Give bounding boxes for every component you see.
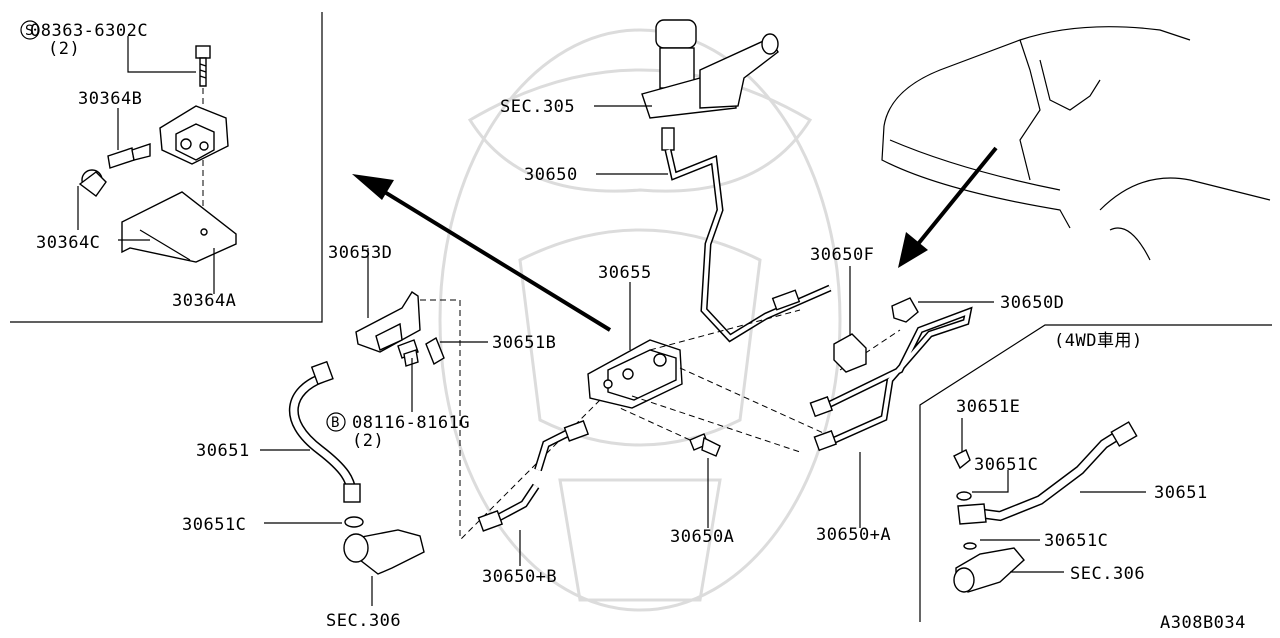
label-bolt-s-qty: (2): [48, 39, 80, 59]
wd4-parts: [953, 418, 1138, 593]
arrow-to-inset: [352, 174, 612, 332]
clip-30650F: [833, 333, 867, 373]
label-30364A: 30364A: [172, 291, 236, 311]
inset-frames: [10, 12, 1272, 622]
label-4wd-30651C-1: 30651C: [974, 455, 1038, 475]
label-30364C: 30364C: [36, 233, 100, 253]
arrow-from-vehicle: [898, 146, 998, 268]
label-30653D: 30653D: [328, 243, 392, 263]
label-4wd-30651: 30651: [1154, 483, 1208, 503]
label-bolt-s: 08363-6302C: [30, 21, 148, 41]
bracket-assembly: [78, 45, 237, 263]
label-30655: 30655: [598, 263, 652, 283]
label-30651: 30651: [196, 441, 250, 461]
leaders-topleft: [77, 36, 215, 294]
label-4wd-30651E: 30651E: [956, 397, 1020, 417]
master-cylinder: [641, 19, 779, 151]
svg-text:B: B: [331, 415, 339, 431]
line-30650: [664, 149, 832, 343]
label-4wd-title: (4WD車用): [1054, 331, 1143, 351]
label-30650D: 30650D: [1000, 293, 1064, 313]
label-sec305: SEC.305: [500, 97, 575, 117]
watermark-emblem: [438, 28, 842, 612]
label-30364B: 30364B: [78, 89, 142, 109]
line-30650-plus-B: [477, 420, 590, 532]
label-30650A: 30650A: [670, 527, 734, 547]
bolt-30650A: [689, 433, 721, 457]
diagram-id: A308B034: [1160, 613, 1246, 633]
svg-text:S: S: [25, 23, 33, 39]
label-30650: 30650: [524, 165, 578, 185]
label-30651B: 30651B: [492, 333, 556, 353]
vehicle-sketch: [881, 26, 1271, 261]
label-30650-plus-A: 30650+A: [816, 525, 891, 545]
label-30651C: 30651C: [182, 515, 246, 535]
slave-cylinder: [343, 529, 425, 575]
label-sec306: SEC.306: [326, 611, 401, 631]
label-30650-plus-B: 30650+B: [482, 567, 557, 587]
hose-30651: [288, 360, 364, 528]
junction-block-30655: [587, 339, 683, 409]
circle-s-marker: S: [20, 20, 40, 40]
bracket-30653D: [355, 291, 461, 540]
circle-b-marker: B: [326, 412, 346, 432]
label-4wd-sec306: SEC.306: [1070, 564, 1145, 584]
clip-30650D: [891, 297, 919, 323]
bolt-08116: [397, 339, 419, 367]
label-4wd-30651C-2: 30651C: [1044, 531, 1108, 551]
label-30650F: 30650F: [810, 245, 874, 265]
clip-30651B: [425, 336, 445, 366]
line-30650D: [809, 306, 973, 452]
label-bolt-b: 08116-8161G: [352, 413, 470, 433]
label-bolt-b-qty: (2): [352, 431, 384, 451]
